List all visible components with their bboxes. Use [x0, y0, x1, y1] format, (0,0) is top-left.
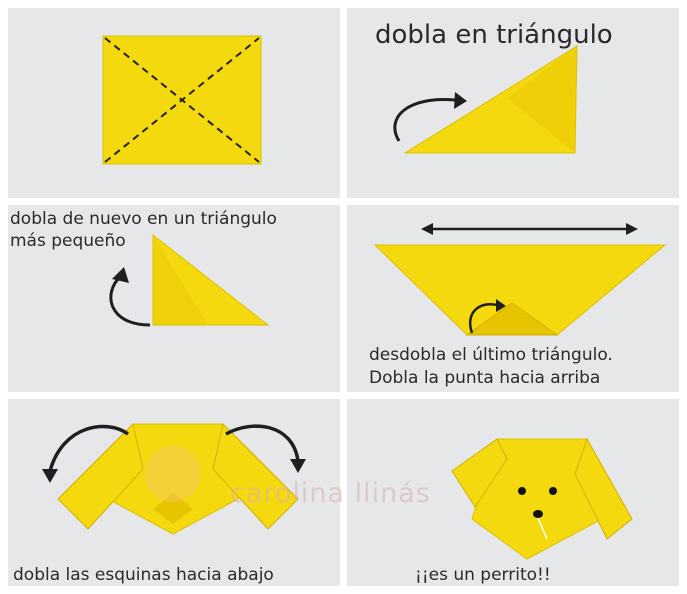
fold-arrow-icon [393, 98, 456, 142]
puppy-face-illustration [451, 437, 633, 560]
left-arrow-head-icon [421, 223, 433, 235]
step-6-panel: ¡¡es un perrito!! [347, 399, 679, 586]
step-2-caption: dobla en triángulo [375, 20, 613, 50]
step-4-caption-line-2: Dobla la punta hacia arriba [369, 368, 601, 388]
ears-fold-illustration [42, 423, 306, 535]
right-arrow-head-icon [626, 223, 638, 235]
small-triangle-paper [152, 233, 270, 326]
step-3-caption-line-1: dobla de nuevo en un triángulo [10, 209, 277, 229]
triangle-illustration [393, 45, 578, 154]
small-triangle-illustration [109, 233, 270, 327]
step-3-panel: dobla de nuevo en un triángulo más peque… [8, 205, 340, 392]
fold-up-arrow-icon [469, 302, 498, 334]
left-ear [451, 438, 508, 508]
watermark-text: carolina llinás [230, 478, 431, 509]
step-1-panel [8, 8, 340, 198]
square-paper-illustration [102, 35, 262, 165]
step-4-panel: desdobla el último triángulo. Dobla la p… [347, 205, 679, 392]
folded-tip [465, 302, 559, 336]
right-ear-flap [212, 423, 299, 530]
nose-icon [533, 510, 543, 518]
arrow-head-icon [496, 299, 506, 312]
watermark-flower-icon [145, 446, 201, 502]
mouth-crease [537, 517, 548, 540]
step-6-caption: ¡¡es un perrito!! [415, 565, 551, 585]
step-3-caption-line-2: más pequeño [10, 231, 126, 251]
right-ear [574, 437, 633, 540]
arrow-head-icon [290, 459, 306, 473]
step-5-caption: dobla las esquinas hacia abajo [13, 565, 274, 585]
left-ear-flap [57, 423, 144, 530]
step-4-caption-line-1: desdobla el último triángulo. [369, 345, 613, 365]
dashed-fold-line-2 [104, 37, 260, 163]
right-fold-arrow-icon [225, 424, 300, 462]
arrow-head-icon [112, 267, 129, 283]
triangle-shade [507, 46, 577, 153]
arrow-head-icon [454, 92, 467, 109]
right-eye-icon [549, 487, 557, 495]
left-fold-arrow-icon [48, 424, 130, 472]
small-triangle-shade [153, 235, 208, 325]
snout-shade [153, 493, 193, 524]
unfolded-triangle-illustration [373, 223, 667, 336]
arrow-head-icon [42, 469, 58, 483]
step-2-panel: dobla en triángulo [347, 8, 679, 198]
left-eye-icon [518, 487, 526, 495]
triangle-paper [403, 45, 578, 154]
step-5-panel: dobla las esquinas hacia abajo [8, 399, 340, 586]
fold-arrow-icon [109, 275, 151, 327]
